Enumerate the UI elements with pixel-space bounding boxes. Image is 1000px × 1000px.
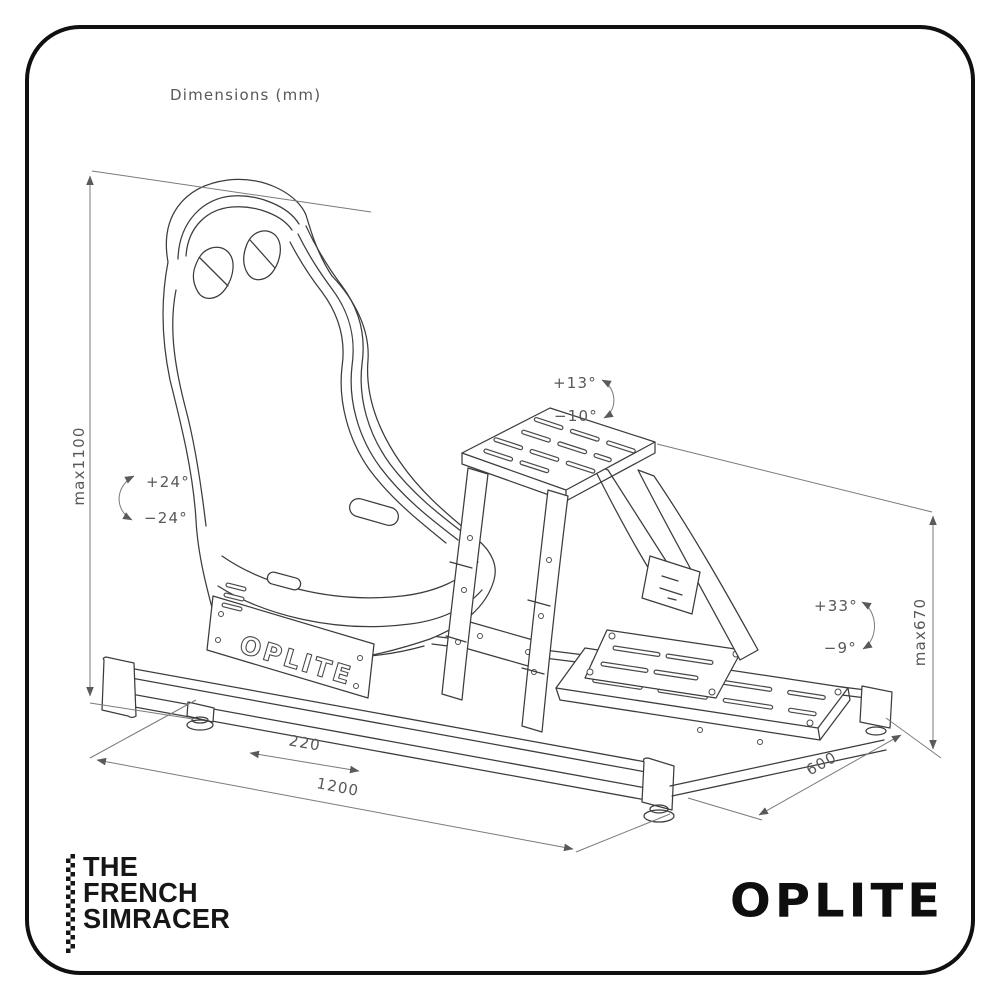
angle-seat-plus-label: +24° <box>146 473 190 491</box>
dim-pedal-depth-label: 600 <box>803 748 840 779</box>
oplite-brand-logo: OPLITE <box>730 874 944 929</box>
checkered-flag-strip <box>66 854 75 953</box>
tfs-line-french: FRENCH <box>83 877 198 909</box>
dimension-annotations: Dimensions (mm) max1100 max670 1200 220 … <box>70 86 942 853</box>
wheel-stand <box>441 407 656 733</box>
rounded-border <box>25 25 975 975</box>
angle-wheel-plus-label: +13° <box>553 374 597 392</box>
angle-wheel-minus-label: −10° <box>554 407 598 425</box>
dim-max-height-label: max1100 <box>70 426 88 505</box>
angle-pedal-plus-label: +33° <box>814 597 858 615</box>
wheel-stand-rear-legs <box>591 463 759 661</box>
dim-seat-travel-label: 220 <box>287 731 322 754</box>
note-dimensions-mm: Dimensions (mm) <box>170 86 321 104</box>
wheel-tilt-arc <box>601 379 615 419</box>
dim-length-label: 1200 <box>315 774 361 800</box>
pedal-tilt-arc <box>861 601 875 650</box>
seat <box>162 178 496 666</box>
tfs-line-simracer: SIMRACER <box>83 903 231 935</box>
angle-pedal-minus-label: −9° <box>824 639 857 657</box>
angle-seat-minus-label: −24° <box>144 509 188 527</box>
the-french-simracer-logo: THE FRENCH SIMRACER <box>66 851 235 953</box>
seat-recline-arc <box>118 475 135 521</box>
tfs-line-the: THE <box>83 851 139 882</box>
pedal-deck <box>555 629 851 741</box>
dim-max-wheel-height-label: max670 <box>911 598 929 667</box>
